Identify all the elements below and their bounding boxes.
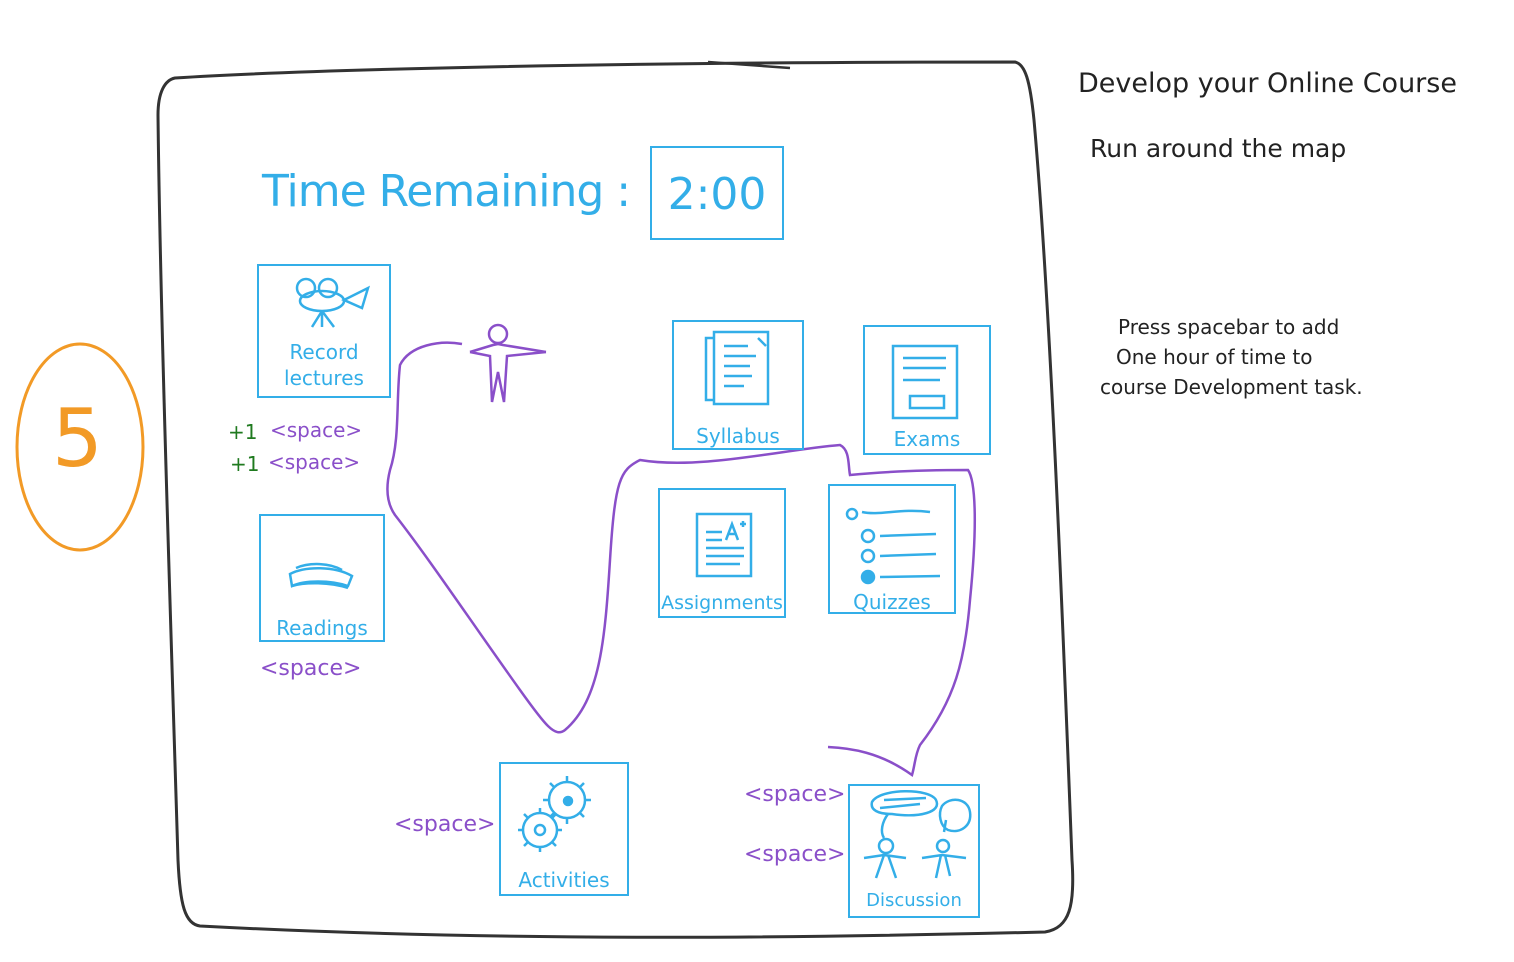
space-mark-record-1: <space> (270, 418, 363, 442)
space-mark-discussion-2: <space> (744, 842, 846, 867)
space-mark-activities: <space> (394, 812, 496, 837)
task-tile-quizzes[interactable]: Quizzes (828, 484, 956, 614)
exam-paper-icon (891, 344, 959, 420)
task-tile-exams[interactable]: Exams (863, 325, 991, 455)
round-circle (15, 342, 145, 552)
task-tile-activities[interactable]: Activities (499, 762, 629, 896)
player-path (386, 341, 977, 778)
task-tile-syllabus[interactable]: Syllabus (672, 320, 804, 450)
instructions-line-3: course Development task. (1100, 375, 1363, 399)
instructions-line-2: One hour of time to (1116, 345, 1313, 369)
bonus-plus-one-2: +1 (230, 452, 260, 476)
task-tile-record-lectures[interactable]: Record lectures (257, 264, 391, 398)
task-label-discussion: Discussion (866, 890, 962, 911)
task-label-record-lectures-line1: Record (289, 340, 359, 364)
task-label-exams: Exams (893, 427, 961, 451)
instructions-line-1: Press spacebar to add (1118, 315, 1340, 339)
space-mark-readings: <space> (260, 656, 362, 681)
task-label-record-lectures-line2: lectures (284, 366, 364, 390)
space-mark-discussion-1: <space> (744, 782, 846, 807)
task-label-assignments: Assignments (661, 592, 783, 614)
graded-paper-icon (695, 512, 753, 578)
space-mark-record-2: <space> (268, 450, 361, 474)
game-subtitle: Run around the map (1090, 134, 1347, 163)
document-icon (704, 330, 770, 406)
round-number: 5 (52, 392, 103, 485)
timer-label: Time Remaining : (262, 166, 631, 217)
task-label-syllabus: Syllabus (696, 424, 780, 448)
checklist-icon (845, 507, 941, 585)
task-label-readings: Readings (276, 616, 368, 640)
player-character-icon (469, 323, 547, 403)
task-label-quizzes: Quizzes (853, 590, 931, 614)
game-title: Develop your Online Course (1078, 68, 1457, 99)
map-frame (156, 60, 1075, 939)
task-tile-readings[interactable]: Readings (259, 514, 385, 642)
task-label-activities: Activities (518, 868, 610, 892)
books-icon (288, 562, 354, 590)
task-tile-discussion[interactable]: Discussion (848, 784, 980, 918)
task-tile-assignments[interactable]: Assignments (658, 488, 786, 618)
video-camera-icon (295, 277, 371, 328)
bonus-plus-one-1: +1 (228, 420, 258, 444)
speech-bubbles-icon (863, 790, 972, 879)
timer-display: 2:00 (650, 146, 784, 240)
gears-icon (518, 776, 591, 852)
